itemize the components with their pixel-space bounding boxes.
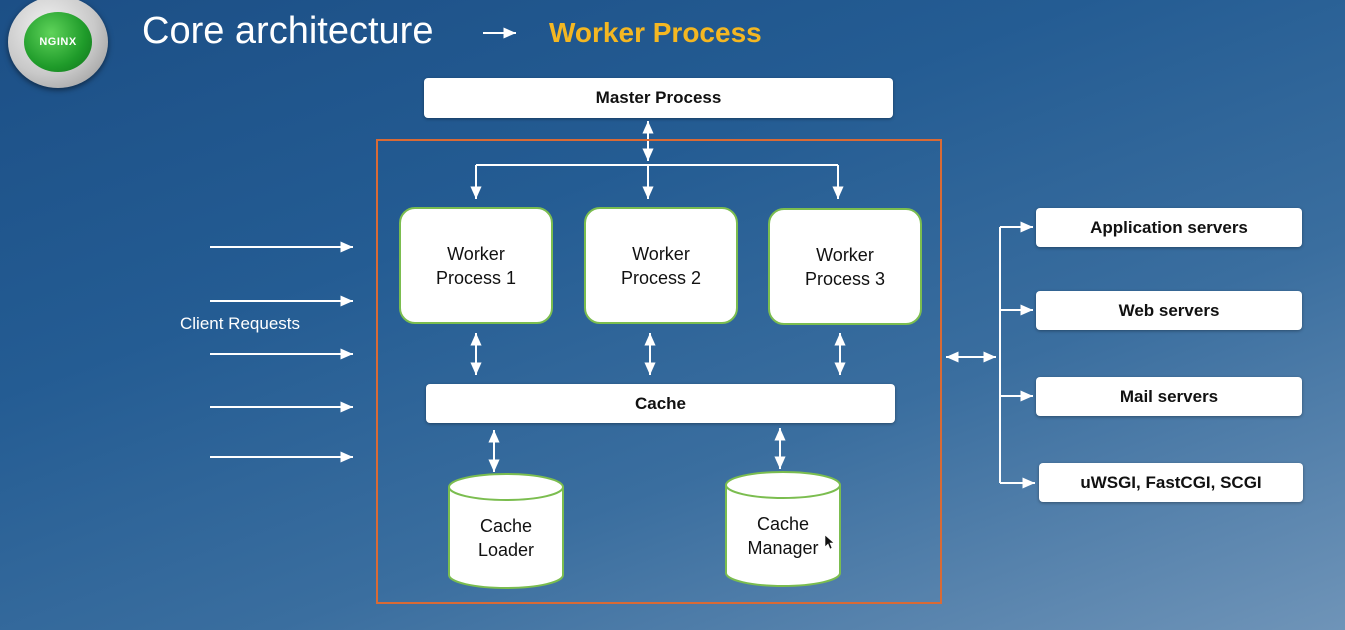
worker-container-frame: [376, 139, 942, 604]
slide-subtitle: Worker Process: [549, 17, 762, 48]
cache-manager-line1: Cache: [756, 514, 809, 534]
master-process-box: Master Process: [424, 78, 893, 118]
client-requests-label: Client Requests: [180, 314, 301, 333]
cache-manager-label: Cache Manager: [726, 506, 840, 566]
slide-title: Core architecture: [142, 10, 434, 52]
worker-3-line1: Worker: [816, 244, 874, 265]
backend-web-servers: Web servers: [1036, 291, 1302, 330]
worker-1-line2: Process 1: [435, 267, 517, 288]
backend-mail-servers: Mail servers: [1036, 377, 1302, 416]
mouse-cursor-icon: [824, 534, 835, 550]
worker-process-3: Worker Process 3: [768, 208, 922, 325]
nginx-logo-text: NGINX: [24, 12, 92, 72]
worker-3-line2: Process 3: [804, 268, 886, 289]
cache-loader-label: Cache Loader: [449, 508, 563, 568]
cache-loader-line2: Loader: [477, 540, 535, 560]
backend-uwsgi-fastcgi-scgi: uWSGI, FastCGI, SCGI: [1039, 463, 1303, 502]
worker-2-line2: Process 2: [620, 267, 702, 288]
worker-1-line1: Worker: [447, 243, 505, 264]
worker-process-2: Worker Process 2: [584, 207, 738, 324]
worker-2-line1: Worker: [632, 243, 690, 264]
cache-manager-line2: Manager: [747, 538, 819, 558]
cache-loader-cylinder: [448, 473, 564, 589]
backend-application-servers: Application servers: [1036, 208, 1302, 247]
cache-manager-cylinder: [725, 471, 841, 587]
worker-process-1: Worker Process 1: [399, 207, 553, 324]
cache-loader-line1: Cache: [479, 516, 533, 536]
nginx-logo: NGINX: [8, 0, 108, 88]
cache-box: Cache: [426, 384, 895, 423]
